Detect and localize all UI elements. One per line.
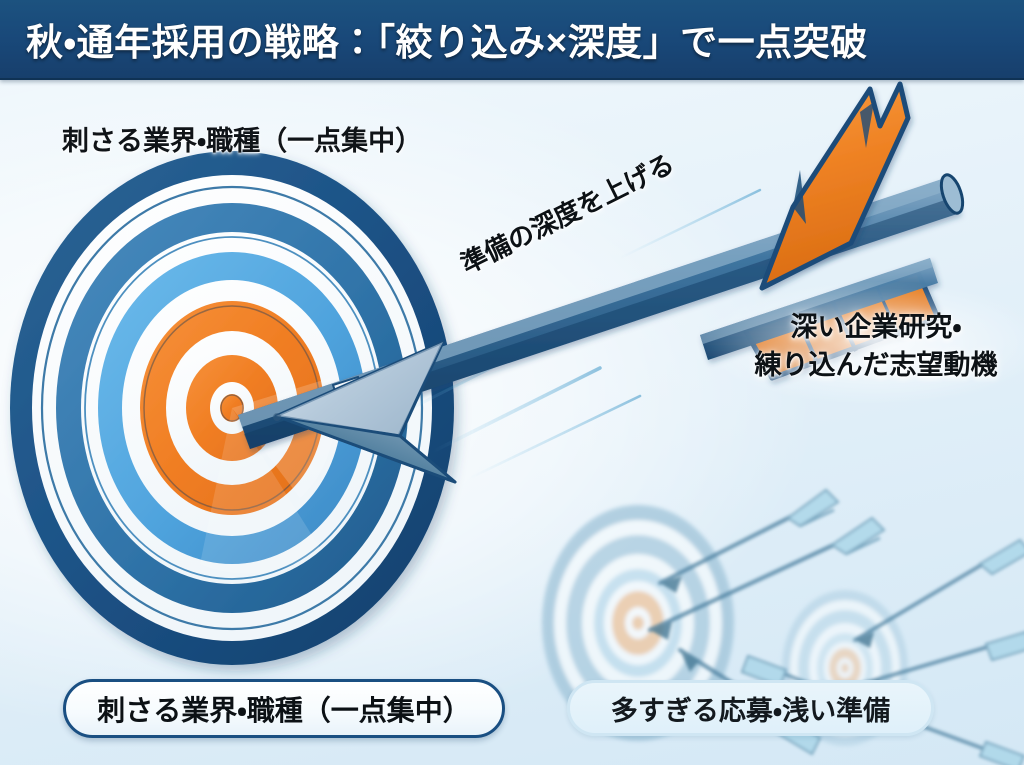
label-deep-research-line2: 練り込んだ志望動機 [754,350,998,381]
header-band: 秋・通年採用の戦略：「絞り込み×深度」で一点突破 [0,0,1024,80]
pill-good-strategy: 刺さる業界・職種（一点集中） [63,679,505,738]
main-target [10,151,454,665]
label-deep-research: 深い企業研究・ 練り込んだ志望動機 [726,308,1024,385]
pill-bad-strategy: 多すぎる応募・浅い準備 [567,680,934,736]
illustration-stage [10,81,1024,765]
label-deep-research-line1: 深い企業研究・ [790,312,962,342]
page-title: 秋・通年採用の戦略：「絞り込み×深度」で一点突破 [26,22,868,63]
label-focus-industry: 刺さる業界・職種（一点集中） [62,126,423,156]
caption-halo [700,281,1024,405]
